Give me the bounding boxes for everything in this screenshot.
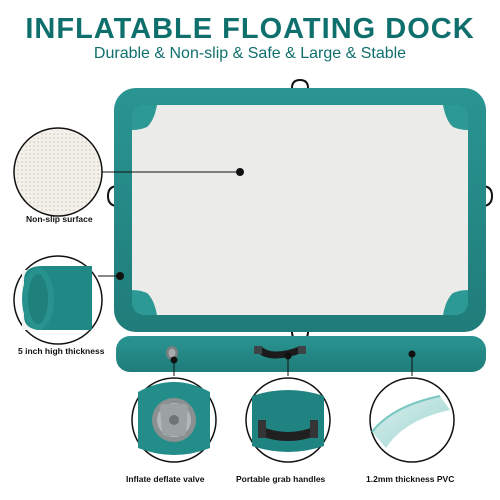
surface-callout (13, 127, 244, 217)
inflate-deflate-valve-label: Inflate deflate valve (126, 474, 205, 484)
handles-callout (245, 352, 331, 463)
pvc-callout (369, 356, 455, 463)
pvc-thickness-label: 1.2mm thickness PVC (366, 474, 455, 484)
valve-callout (131, 356, 217, 463)
portable-grab-handles-label: Portable grab handles (236, 474, 326, 484)
thickness-callout (13, 255, 124, 345)
page-subtitle: Durable & Non-slip & Safe & Large & Stab… (93, 45, 407, 62)
page-title: INFLATABLE FLOATING DOCK (25, 13, 475, 45)
dock-top-view (106, 78, 494, 342)
thickness-label: 5 inch high thickness (18, 346, 105, 356)
dock-side-view (116, 336, 486, 372)
non-slip-surface-label: Non-slip surface (26, 214, 93, 224)
